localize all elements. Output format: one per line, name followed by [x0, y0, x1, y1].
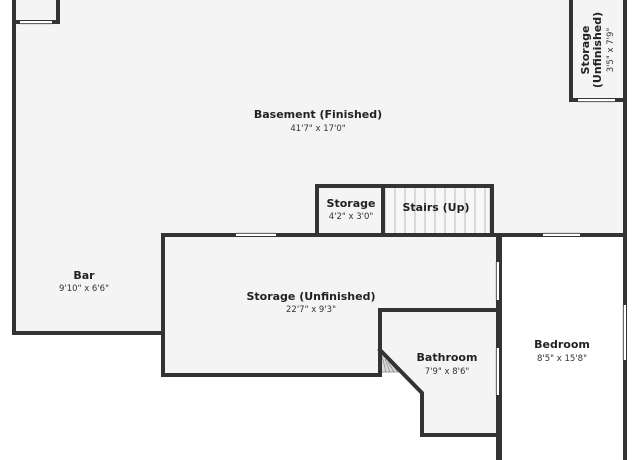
floors — [14, 0, 625, 460]
bathroom-name: Bathroom — [417, 351, 478, 364]
bathroom-floor — [380, 310, 498, 435]
room-labels: Basement (Finished) 41'7" x 17'0" Storag… — [59, 12, 616, 377]
bedroom-name: Bedroom — [534, 338, 590, 351]
openings — [20, 21, 626, 395]
storage-top-label: Storage (Unfinished) 3'5" x 7'9" — [579, 12, 616, 88]
main-floor — [14, 0, 625, 460]
opening-lines — [20, 23, 624, 395]
storage-small-dims: 4'2" x 3'0" — [329, 212, 374, 222]
storage-unfinished-name: Storage (Unfinished) — [246, 290, 375, 303]
storage-top-dims: 3'5" x 7'9" — [606, 28, 616, 73]
storage-top-name-1: Storage — [579, 26, 592, 75]
basement-dims: 41'7" x 17'0" — [290, 124, 345, 134]
basement-name: Basement (Finished) — [254, 108, 382, 121]
storage-top-name-2: (Unfinished) — [591, 12, 604, 88]
bedroom-dims: 8'5" x 15'8" — [537, 354, 587, 364]
storage-unfinished-dims: 22'7" x 9'3" — [286, 305, 336, 315]
wall-bathroom-angle — [377, 347, 500, 437]
bar-dims: 9'10" x 6'6" — [59, 284, 109, 294]
bar-name: Bar — [73, 269, 95, 282]
wall-small-storage — [315, 184, 494, 236]
storage-small-name: Storage — [327, 197, 376, 210]
stairs-name: Stairs (Up) — [402, 201, 469, 214]
bathroom-dims: 7'9" x 8'6" — [425, 367, 470, 377]
